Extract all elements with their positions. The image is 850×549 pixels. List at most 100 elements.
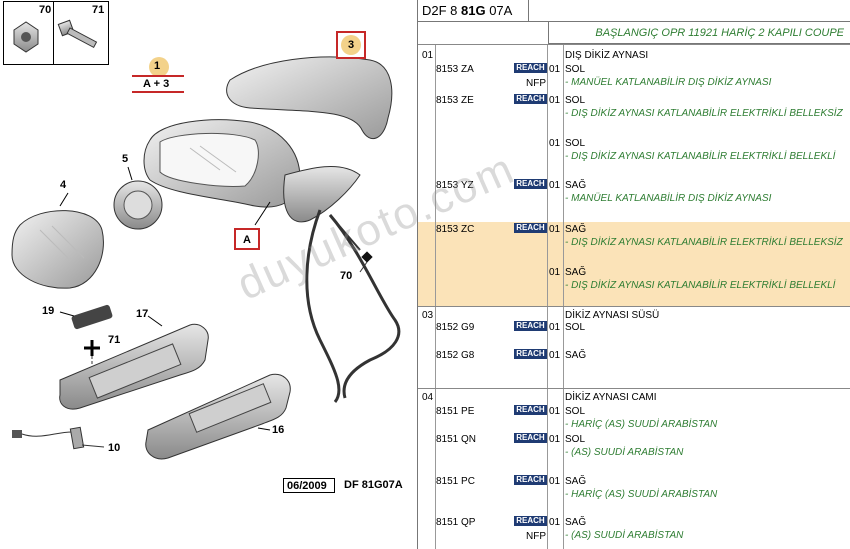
callout-label: 16 — [272, 424, 285, 436]
selected-row-highlight — [418, 222, 850, 306]
catalog-code-suffix: 07A — [485, 3, 513, 18]
diagram-code: DF 81G07A — [344, 479, 403, 491]
callout-label: 19 — [42, 305, 55, 317]
part-reference[interactable]: 8151 PC — [436, 476, 475, 487]
condition-text: BAŞLANGIÇ OPR 11921 HARİÇ 2 KAPILI COUPE — [595, 27, 844, 39]
reach-badge: REACH — [514, 349, 547, 359]
hardware-box-70: 70 — [3, 1, 54, 65]
part-side: SOL — [565, 138, 586, 149]
part-quantity: 01 — [549, 138, 561, 149]
switch-pad-part — [71, 304, 113, 330]
part-reference[interactable]: 8153 ZA — [436, 64, 474, 75]
part-quantity: 01 — [549, 476, 561, 487]
part-reference[interactable]: 8151 QP — [436, 517, 476, 528]
diagram-date-box: 06/2009 — [283, 478, 335, 493]
part-quantity: 01 — [549, 434, 561, 445]
callout-label: A — [243, 234, 251, 246]
group-number: 04 — [422, 392, 434, 403]
callout-label: 5 — [122, 153, 129, 165]
reference-callout-a: A — [234, 228, 260, 250]
callout-label: 71 — [92, 4, 105, 16]
group-title: DIŞ DİKİZ AYNASI — [565, 50, 649, 61]
callout-label: 71 — [108, 334, 121, 346]
part-quantity: 01 — [549, 267, 561, 278]
nfp-label: NFP — [526, 531, 546, 542]
part-side: SAĞ — [565, 350, 587, 361]
reach-badge: REACH — [514, 321, 547, 331]
part-description: - DIŞ DİKİZ AYNASI KATLANABİLİR ELEKTRİK… — [565, 280, 836, 291]
part-side: SAĞ — [565, 224, 587, 235]
reach-badge: REACH — [514, 516, 547, 526]
part-description: - DIŞ DİKİZ AYNASI KATLANABİLİR ELEKTRİK… — [565, 237, 843, 248]
callout-label: 1 — [154, 60, 161, 72]
callout-label: 70 — [340, 270, 353, 282]
callout-label: A + 3 — [143, 78, 170, 90]
part-description: - DIŞ DİKİZ AYNASI KATLANABİLİR ELEKTRİK… — [565, 108, 843, 119]
part-description: - MANÜEL KATLANABİLİR DIŞ DİKİZ AYNASI — [565, 193, 772, 204]
reach-badge: REACH — [514, 179, 547, 189]
callout-label: 17 — [136, 308, 149, 320]
part-description: - HARİÇ (AS) SUUDİ ARABİSTAN — [565, 419, 718, 430]
part-quantity: 01 — [549, 64, 561, 75]
part-side: SOL — [565, 406, 586, 417]
part-reference[interactable]: 8153 ZC — [436, 224, 475, 235]
diagram-drawing — [11, 19, 401, 460]
catalog-code-prefix: D2F 8 — [422, 3, 462, 18]
mirror-cable — [305, 209, 341, 403]
part-quantity: 01 — [549, 180, 561, 191]
diagram-date: 06/2009 — [287, 480, 327, 492]
part-reference[interactable]: 8152 G8 — [436, 350, 475, 361]
group-number: 03 — [422, 310, 434, 321]
group-title: DİKİZ AYNASI CAMI — [565, 392, 657, 403]
part-reference[interactable]: 8151 PE — [436, 406, 475, 417]
part-description: - DIŞ DİKİZ AYNASI KATLANABİLİR ELEKTRİK… — [565, 151, 836, 162]
group-number: 01 — [422, 50, 434, 61]
part-quantity: 01 — [549, 95, 561, 106]
part-reference[interactable]: 8151 QN — [436, 434, 477, 445]
part-quantity: 01 — [549, 350, 561, 361]
reference-callout-3: 3 — [336, 31, 366, 59]
part-side: SAĞ — [565, 517, 587, 528]
reach-badge: REACH — [514, 94, 547, 104]
group-title: DİKİZ AYNASI SÜSÜ — [565, 310, 660, 321]
catalog-code: D2F 8 81G 07A — [422, 3, 512, 18]
parts-table: D2F 8 81G 07A BAŞLANGIÇ OPR 11921 HARİÇ … — [418, 0, 850, 549]
part-quantity: 01 — [549, 322, 561, 333]
part-reference[interactable]: 8153 ZE — [436, 95, 474, 106]
parts-diagram: 70 71 1 A + 3 3 5 4 A 70 19 17 71 16 10 … — [0, 0, 418, 549]
callout-label: 3 — [347, 39, 355, 51]
reference-callout-a3: 1 A + 3 — [132, 55, 184, 93]
part-side: SAĞ — [565, 267, 587, 278]
part-reference[interactable]: 8152 G9 — [436, 322, 475, 333]
table-header: D2F 8 81G 07A — [418, 0, 850, 22]
nut-icon — [13, 21, 39, 53]
part-side: SOL — [565, 64, 586, 75]
mirror-glass-part — [11, 210, 104, 289]
screw-icon — [57, 19, 98, 49]
part-side: SOL — [565, 434, 586, 445]
condition-bar: BAŞLANGIÇ OPR 11921 HARİÇ 2 KAPILI COUPE — [548, 22, 850, 44]
part-quantity: 01 — [549, 224, 561, 235]
part-description: - (AS) SUUDİ ARABİSTAN — [565, 447, 684, 458]
part-side: SOL — [565, 95, 586, 106]
part-side: SAĞ — [565, 476, 587, 487]
hardware-box-71: 71 — [53, 1, 109, 65]
catalog-code-bold: 81G — [461, 3, 486, 18]
part-description: - (AS) SUUDİ ARABİSTAN — [565, 530, 684, 541]
callout-label: 4 — [60, 179, 67, 191]
reach-badge: REACH — [514, 405, 547, 415]
part-description: - MANÜEL KATLANABİLİR DIŞ DİKİZ AYNASI — [565, 77, 772, 88]
part-side: SAĞ — [565, 180, 587, 191]
part-quantity: 01 — [549, 406, 561, 417]
part-description: - HARİÇ (AS) SUUDİ ARABİSTAN — [565, 489, 718, 500]
callout-label: 70 — [39, 4, 52, 16]
part-reference[interactable]: 8153 YZ — [436, 180, 474, 191]
reach-badge: REACH — [514, 433, 547, 443]
part-quantity: 01 — [549, 517, 561, 528]
callout-label: 10 — [108, 442, 121, 454]
mirror-cover-part — [226, 56, 393, 140]
reach-badge: REACH — [514, 63, 547, 73]
part-side: SOL — [565, 322, 586, 333]
reach-badge: REACH — [514, 223, 547, 233]
nfp-label: NFP — [526, 78, 546, 89]
